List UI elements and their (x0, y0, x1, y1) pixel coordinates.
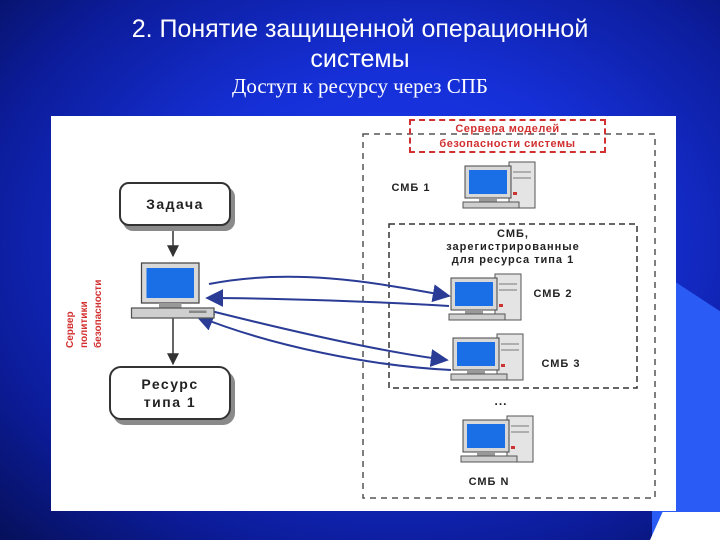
resource-label-line2: типа 1 (143, 394, 197, 410)
servers-group-title-line1: Сервера моделей (455, 123, 560, 135)
policy-server-label-line2: политики (79, 301, 90, 348)
task-box: Задача (119, 182, 231, 226)
slide-title-line2: системы (310, 45, 410, 73)
computer-icon (448, 273, 522, 321)
computer-icon (450, 333, 524, 381)
policy-server-label-line1: Сервер (65, 311, 76, 348)
smb3-label: СМБ 3 (541, 358, 581, 370)
registered-group-line3: для ресурса типа 1 (451, 254, 575, 266)
slide-title: 2. Понятие защищенной операционной систе… (60, 14, 660, 74)
resource-label-line1: Ресурс (141, 376, 199, 392)
diagram-lines (130, 133, 656, 499)
reply-arrow-smb3 (195, 313, 452, 371)
registered-group-line2: зарегистрированные (446, 241, 580, 253)
resource-box: Ресурс типа 1 (109, 366, 231, 420)
reply-arrow-smb2 (205, 289, 450, 308)
computer-icon (460, 415, 534, 463)
computer-icon (462, 161, 536, 209)
servers-group-title-line2: безопасности системы (439, 138, 576, 150)
decorative-bottom-strip (650, 512, 720, 540)
request-arrow-smb3 (210, 310, 449, 367)
ellipsis-label: ... (494, 394, 508, 408)
smb2-label: СМБ 2 (533, 288, 573, 300)
servers-group-frame (362, 133, 656, 499)
servers-group-title: Сервера моделей безопасности системы (409, 119, 606, 153)
policy-server-label: Сервер политики безопасности (65, 256, 125, 356)
computer-icon (130, 262, 215, 319)
smb1-label: СМБ 1 (391, 182, 431, 194)
registered-group-line1: СМБ, (497, 228, 529, 240)
diagram-panel: Сервера моделей безопасности системы Зад… (51, 116, 676, 511)
policy-server-label-line3: безопасности (93, 279, 104, 348)
registered-group-frame (388, 223, 638, 389)
request-arrow-smb2 (208, 275, 451, 303)
slide-subtitle: Доступ к ресурсу через СПБ (232, 74, 488, 98)
slide-title-line1: 2. Понятие защищенной операционной (131, 15, 589, 43)
smbn-label: СМБ N (468, 476, 510, 488)
registered-group-title: СМБ, зарегистрированные для ресурса типа… (395, 228, 631, 267)
